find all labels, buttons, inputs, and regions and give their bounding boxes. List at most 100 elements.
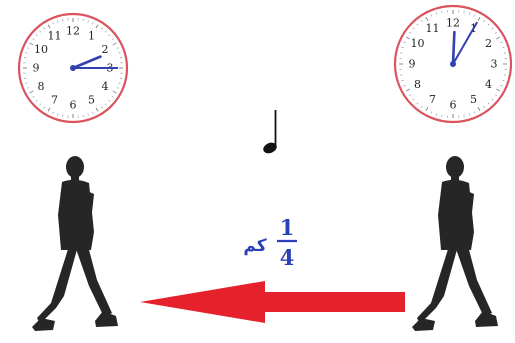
- clock-numeral: 11: [426, 22, 440, 35]
- minute-tick: [500, 84, 503, 87]
- minute-tick: [111, 95, 114, 98]
- clock-numeral: 8: [37, 80, 44, 93]
- clock-numeral: 10: [34, 43, 48, 56]
- minute-tick: [430, 14, 433, 17]
- minute-tick: [87, 20, 89, 23]
- minute-tick: [52, 22, 54, 25]
- minute-tick: [57, 20, 59, 23]
- minute-tick: [29, 90, 34, 94]
- minute-tick: [405, 88, 410, 92]
- minute-tick: [477, 16, 481, 21]
- minute-tick: [29, 42, 34, 46]
- hour-hand: [71, 55, 102, 70]
- minute-tick: [473, 111, 476, 114]
- minute-tick: [409, 32, 412, 34]
- minute-tick: [112, 42, 117, 46]
- hour-hand: [451, 30, 456, 66]
- clock-numeral: 9: [33, 62, 40, 75]
- minute-tick: [25, 82, 28, 84]
- minute-tick: [32, 95, 35, 98]
- minute-tick: [92, 111, 94, 114]
- minute-tick: [496, 36, 501, 40]
- minute-tick: [57, 113, 59, 116]
- minute-tick: [409, 94, 412, 96]
- minute-tick: [403, 41, 406, 44]
- minute-tick: [403, 84, 406, 87]
- minute-tick: [401, 47, 404, 49]
- minute-tick: [111, 38, 114, 41]
- distance-unit: كم: [243, 236, 266, 256]
- minute-tick: [425, 16, 429, 21]
- minute-tick: [35, 99, 38, 102]
- minute-tick: [483, 20, 485, 23]
- minute-tick: [416, 102, 419, 105]
- minute-tick: [491, 27, 494, 30]
- clock-numeral: 2: [485, 37, 492, 50]
- minute-tick: [112, 90, 117, 94]
- distance-numerator: 1: [280, 215, 295, 240]
- minute-tick: [43, 106, 46, 109]
- minute-tick: [473, 14, 476, 17]
- clock-numeral: 6: [70, 99, 77, 112]
- clock-numeral: 7: [429, 93, 436, 106]
- minute-tick: [502, 79, 505, 81]
- minute-tick: [491, 98, 494, 101]
- clock-numeral: 4: [102, 80, 109, 93]
- distance-label: 1 4 كم: [243, 215, 297, 270]
- clock-numeral: 3: [491, 58, 498, 71]
- minute-tick: [104, 30, 107, 33]
- minute-tick: [47, 24, 51, 29]
- minute-tick: [104, 103, 107, 106]
- minute-tick: [52, 111, 54, 114]
- walking-man-icon: [32, 156, 118, 331]
- minute-tick: [100, 27, 103, 30]
- minute-ticks: [399, 10, 507, 118]
- minute-tick: [32, 38, 35, 41]
- clock-numeral: 2: [102, 43, 109, 56]
- minute-tick: [502, 47, 505, 49]
- clock-numeral: 12: [66, 25, 80, 38]
- minute-tick: [412, 27, 415, 30]
- minute-tick: [95, 107, 99, 112]
- minute-tick: [95, 24, 99, 29]
- walking-man-icon: [412, 156, 498, 331]
- minute-tick: [39, 30, 42, 33]
- distance-denominator: 4: [280, 245, 295, 270]
- quarter-note-icon: [263, 110, 277, 154]
- clock-left: 121234567891011: [17, 12, 129, 124]
- clock-numeral: 5: [470, 93, 477, 106]
- minute-tick: [47, 107, 51, 112]
- minute-tick: [483, 105, 485, 108]
- minute-tick: [35, 34, 38, 37]
- minute-tick: [100, 106, 103, 109]
- minute-tick: [487, 23, 490, 26]
- minute-tick: [430, 111, 433, 114]
- direction-arrow: [140, 281, 405, 323]
- clock-numeral: 12: [446, 17, 460, 30]
- clock-numeral: 10: [410, 37, 424, 50]
- minute-tick: [118, 82, 121, 84]
- minute-tick: [412, 98, 415, 101]
- minute-tick: [487, 102, 490, 105]
- minute-tick: [25, 52, 28, 54]
- minute-tick: [500, 41, 503, 44]
- minute-tick: [416, 23, 419, 26]
- minute-tick: [494, 32, 497, 34]
- minute-tick: [92, 22, 94, 25]
- minute-ticks: [23, 18, 123, 118]
- clock-numeral: 6: [450, 99, 457, 112]
- clock-right: 121234567891011: [393, 4, 513, 124]
- minute-tick: [425, 107, 429, 112]
- clock-numeral: 1: [88, 29, 95, 42]
- minute-tick: [108, 99, 111, 102]
- minute-tick: [27, 47, 30, 49]
- minute-tick: [468, 12, 470, 15]
- clock-center: [70, 65, 76, 71]
- minute-tick: [39, 103, 42, 106]
- clock-numeral: 8: [414, 78, 421, 91]
- minute-tick: [108, 34, 111, 37]
- minute-tick: [436, 12, 438, 15]
- clock-center: [450, 61, 456, 67]
- minute-tick: [118, 52, 121, 54]
